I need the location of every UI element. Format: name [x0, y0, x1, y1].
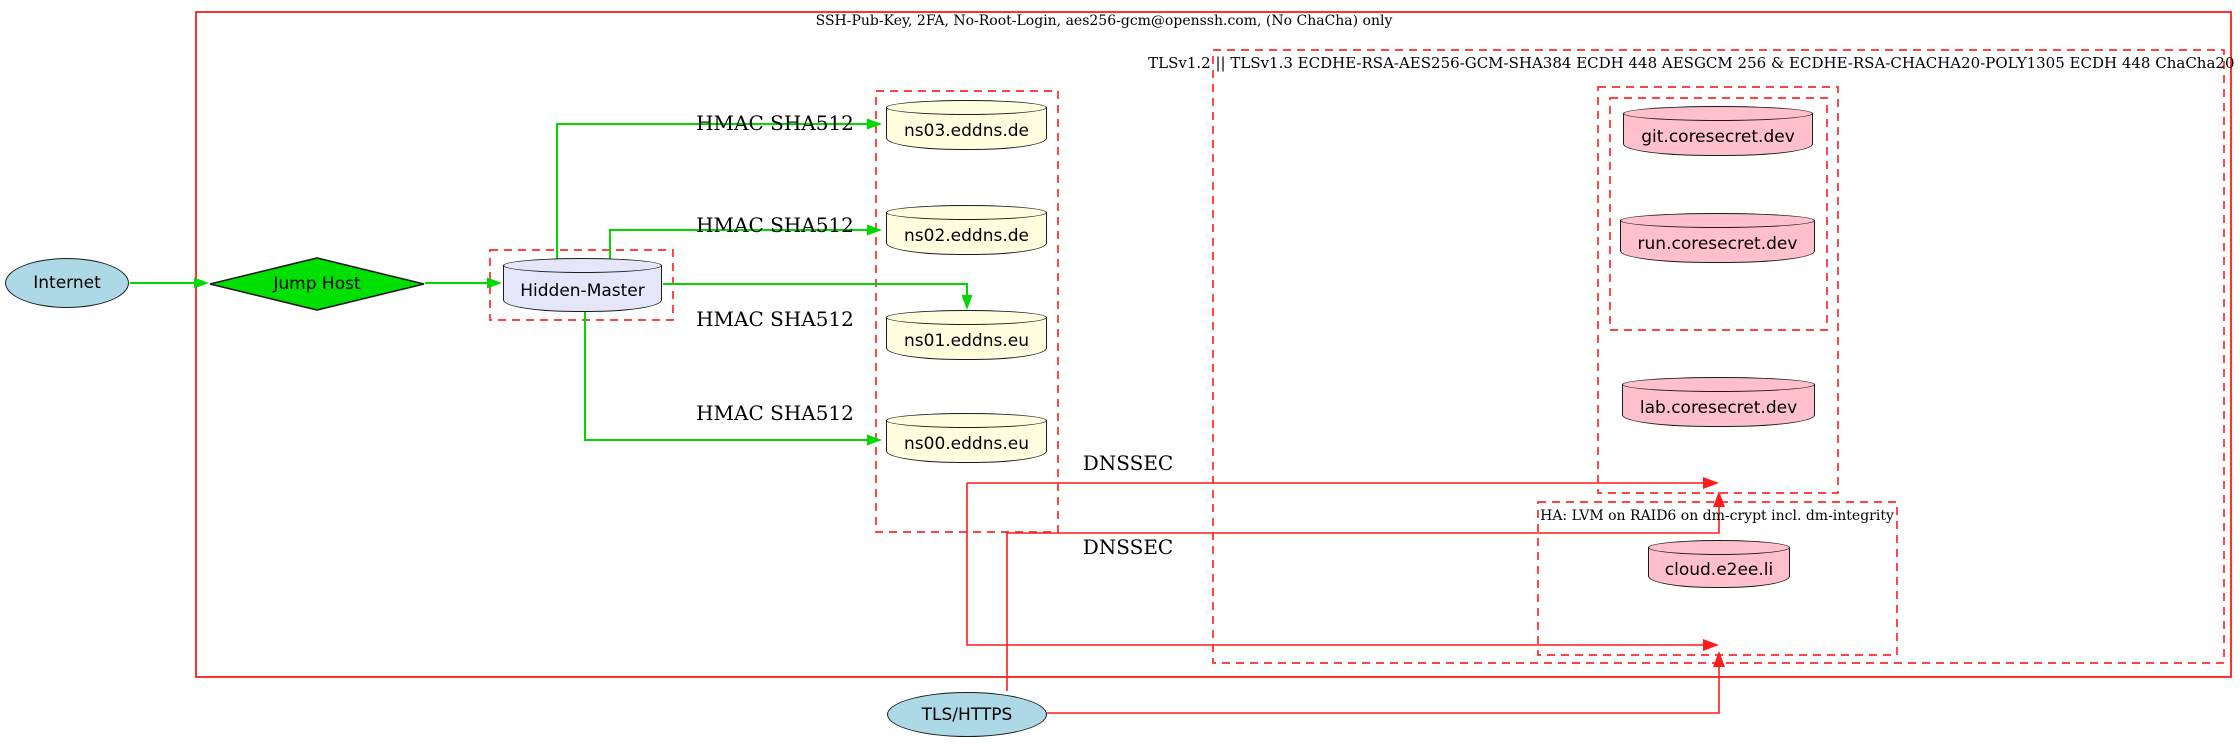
cluster-ssh-label: SSH-Pub-Key, 2FA, No-Root-Login, aes256-… — [815, 13, 1393, 29]
cylinder-top — [886, 205, 1047, 220]
cylinder-top — [503, 258, 662, 273]
cluster-coresecret-outer-outline — [1597, 86, 1839, 494]
node-label-git: git.coresecret.dev — [1641, 127, 1795, 147]
node-label-ns01: ns01.eddns.eu — [904, 331, 1029, 351]
edge-hiddenmaster-to-ns02 — [609, 224, 882, 260]
node-tls-https: TLS/HTTPS — [887, 692, 1047, 737]
node-label-internet: Internet — [33, 273, 101, 293]
node-label-cloud: cloud.e2ee.li — [1664, 560, 1774, 580]
node-label-tls-https: TLS/HTTPS — [921, 704, 1013, 725]
cylinder-top — [1623, 106, 1813, 121]
jump-host-diamond — [209, 257, 425, 311]
edge-label-hmac-ns03: HMAC SHA512 — [696, 111, 854, 135]
node-ns00: ns00.eddns.eu — [886, 413, 1047, 463]
node-label-jump-host: Jump Host — [273, 274, 361, 294]
cluster-ssh-outline — [195, 11, 2232, 678]
edge-hiddenmaster-to-ns03 — [556, 118, 882, 260]
edge-label-dnssec-2: DNSSEC — [1082, 535, 1174, 559]
cylinder-top — [1648, 540, 1790, 555]
cluster-ha-label: HA: LVM on RAID6 on dm-crypt incl. dm-in… — [1540, 508, 1894, 524]
node-ns03: ns03.eddns.de — [886, 100, 1047, 150]
edge-label-hmac-ns00: HMAC SHA512 — [696, 401, 854, 425]
edge-tlshttps-to-ha-cluster — [1047, 651, 1725, 714]
cylinder-body — [886, 420, 1047, 463]
edge-label-hmac-ns01: HMAC SHA512 — [696, 307, 854, 331]
node-lab-coresecret: lab.coresecret.dev — [1622, 377, 1815, 427]
node-run-coresecret: run.coresecret.dev — [1620, 213, 1815, 263]
cylinder-top — [1620, 213, 1815, 228]
node-label-ns03: ns03.eddns.de — [904, 121, 1029, 141]
node-git-coresecret: git.coresecret.dev — [1623, 106, 1813, 156]
node-internet: Internet — [5, 258, 129, 308]
cylinder-top — [886, 100, 1047, 115]
node-ns01: ns01.eddns.eu — [886, 310, 1047, 360]
edge-hiddenmaster-to-ns00 — [584, 310, 882, 446]
edge-dnssec-to-ha-cluster — [966, 483, 1719, 651]
node-label-ns00: ns00.eddns.eu — [904, 434, 1029, 454]
node-label-lab: lab.coresecret.dev — [1639, 398, 1798, 418]
cylinder-top — [886, 310, 1047, 325]
node-label-ns02: ns02.eddns.de — [904, 226, 1029, 246]
edge-hiddenmaster-to-ns01 — [663, 283, 973, 310]
node-label-run: run.coresecret.dev — [1637, 234, 1798, 254]
node-cloud-e2ee: cloud.e2ee.li — [1648, 540, 1790, 588]
edge-label-dnssec-1: DNSSEC — [1082, 451, 1174, 475]
node-hidden-master: Hidden-Master — [503, 258, 662, 312]
cylinder-top — [886, 413, 1047, 428]
node-label-hidden-master: Hidden-Master — [520, 281, 645, 301]
node-ns02: ns02.eddns.de — [886, 205, 1047, 255]
cylinder-top — [1622, 377, 1815, 392]
cluster-tls-label: TLSv1.2 || TLSv1.3 ECDHE-RSA-AES256-GCM-… — [1148, 54, 2240, 72]
edge-label-hmac-ns02: HMAC SHA512 — [696, 213, 854, 237]
edge-tlshttps-to-coresecret-cluster — [1006, 491, 1725, 691]
